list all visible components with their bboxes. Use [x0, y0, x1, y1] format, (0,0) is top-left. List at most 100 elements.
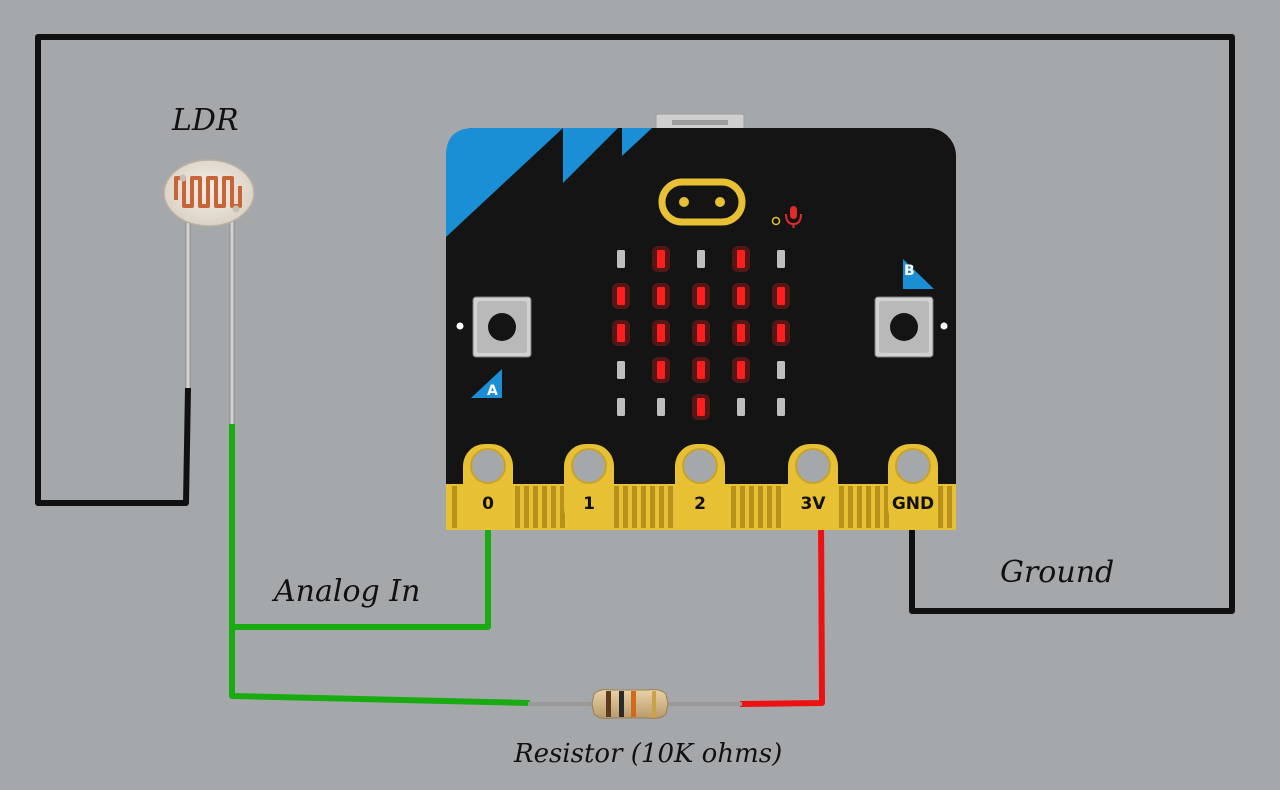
edge-finger-gap — [857, 486, 862, 528]
led-on — [737, 324, 745, 342]
button-b-label-bg — [903, 259, 934, 289]
led-off — [617, 250, 625, 268]
led-off — [617, 361, 625, 379]
led-on — [697, 361, 705, 379]
edge-finger-gap — [668, 486, 673, 528]
led-off — [777, 361, 785, 379]
button-b-indicator — [940, 322, 948, 330]
edge-finger-gap — [641, 486, 646, 528]
led-on — [657, 361, 665, 379]
ldr-leg-left — [185, 212, 191, 390]
resistor-band-1 — [606, 691, 611, 717]
led-off — [657, 398, 665, 416]
ldr-lead-black — [185, 388, 191, 392]
microbit-board: A B 0 1 2 3V GND — [446, 113, 956, 530]
board-accent-main — [446, 128, 563, 237]
resistor-body — [591, 689, 669, 719]
led-matrix — [612, 246, 790, 420]
edge-finger-gap — [749, 486, 754, 528]
ldr-contact-left — [179, 174, 187, 182]
led-off — [777, 250, 785, 268]
edge-finger-gap — [839, 486, 844, 528]
label-ldr: LDR — [171, 103, 239, 138]
pin-label: 0 — [482, 494, 494, 514]
logo-eye-left — [679, 197, 689, 207]
edge-finger-gap — [452, 486, 457, 528]
led-on — [657, 250, 665, 268]
edge-finger-gap — [533, 486, 538, 528]
led-off — [697, 250, 705, 268]
led-on — [737, 287, 745, 305]
pin-pads: 0 1 2 3V GND — [463, 444, 938, 530]
pin-hole — [682, 448, 718, 484]
edge-finger-gap — [614, 486, 619, 528]
microphone-icon — [785, 206, 802, 228]
button-a[interactable] — [472, 296, 532, 358]
pin-label: 3V — [801, 494, 827, 514]
edge-finger-gap — [848, 486, 853, 528]
edge-finger-gap — [866, 486, 871, 528]
led-off — [617, 398, 625, 416]
edge-finger-gap — [938, 486, 943, 528]
led-on — [697, 287, 705, 305]
ldr-contact-right — [232, 205, 240, 213]
pin-hole — [795, 448, 831, 484]
led-on — [657, 324, 665, 342]
edge-finger-gap — [551, 486, 556, 528]
button-a-label: A — [487, 383, 498, 399]
led-on — [737, 250, 745, 268]
edge-finger-gap — [758, 486, 763, 528]
resistor-component — [528, 689, 742, 719]
board-accent-small — [622, 128, 652, 156]
label-resistor: Resistor (10K ohms) — [513, 739, 782, 769]
led-off — [777, 398, 785, 416]
usb-slot — [672, 120, 728, 125]
edge-finger-gap — [731, 486, 736, 528]
led-off — [737, 398, 745, 416]
edge-finger-gap — [632, 486, 637, 528]
resistor-band-4 — [652, 691, 656, 717]
edge-finger-gap — [947, 486, 952, 528]
edge-finger-gap — [659, 486, 664, 528]
led-on — [777, 287, 785, 305]
pin-label: GND — [892, 494, 934, 514]
edge-finger-gap — [875, 486, 880, 528]
edge-finger-gap — [884, 486, 889, 528]
wire-black-loop — [35, 34, 1235, 614]
microbit-logo — [658, 178, 746, 226]
led-on — [697, 398, 705, 416]
logo-eye-right — [715, 197, 725, 207]
ldr-leg-right — [229, 212, 235, 424]
led-on — [657, 287, 665, 305]
pin-hole — [571, 448, 607, 484]
label-analog-in: Analog In — [271, 574, 420, 609]
resistor-band-3 — [631, 691, 636, 717]
button-b[interactable] — [874, 296, 934, 358]
pin-label: 2 — [694, 494, 706, 514]
wire-green-analog — [229, 422, 491, 630]
button-a-indicator — [456, 322, 464, 330]
button-a-label-bg — [471, 369, 502, 398]
edge-fingers — [452, 486, 952, 528]
edge-finger-gap — [776, 486, 781, 528]
pin-label: 1 — [583, 494, 595, 514]
ldr-track — [174, 176, 242, 208]
led-on — [777, 324, 785, 342]
edge-finger-gap — [767, 486, 772, 528]
edge-finger-gap — [623, 486, 628, 528]
edge-finger-gap — [560, 486, 565, 528]
pin-hole — [470, 448, 506, 484]
mic-led — [771, 216, 781, 226]
resistor-band-2 — [619, 691, 624, 717]
led-on — [617, 287, 625, 305]
edge-finger-gap — [524, 486, 529, 528]
wire-green-resistor — [229, 627, 531, 706]
button-b-label: B — [904, 263, 915, 279]
led-on — [617, 324, 625, 342]
ldr-component — [163, 159, 255, 424]
label-ground: Ground — [1000, 555, 1114, 590]
edge-finger-gap — [650, 486, 655, 528]
edge-finger-gap — [515, 486, 520, 528]
edge-finger-gap — [740, 486, 745, 528]
